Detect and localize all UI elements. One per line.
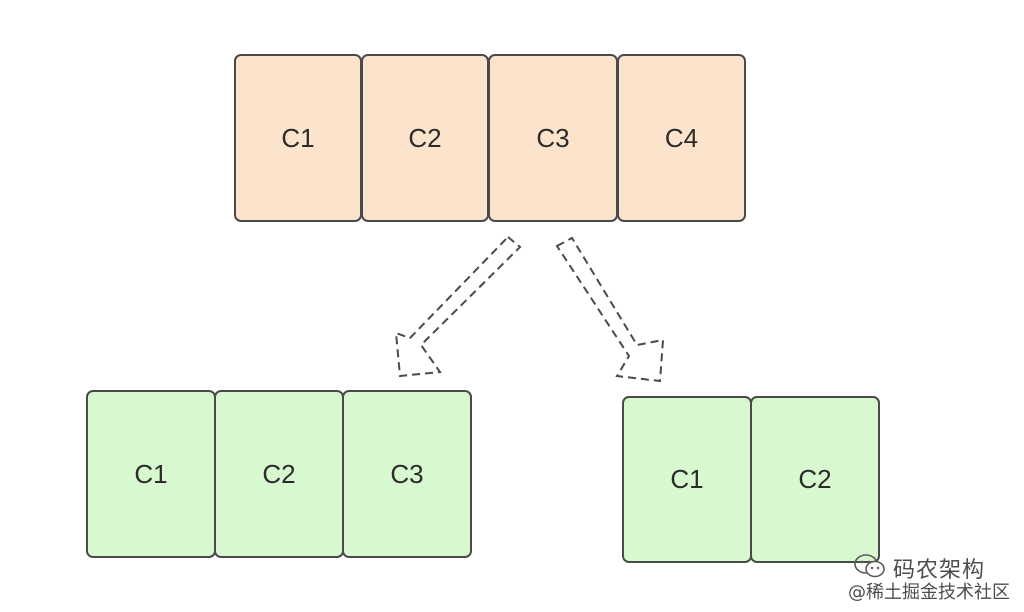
watermark-community: @稀土掘金技术社区 xyxy=(848,582,1010,603)
source-cell-c2: C2 xyxy=(361,54,489,222)
left-cell-c1: C1 xyxy=(86,390,216,558)
watermark-account-name: 码农架构 xyxy=(893,558,986,583)
left-cell-c3: C3 xyxy=(342,390,472,558)
right-cell-c2: C2 xyxy=(750,396,880,563)
right-split-arrow xyxy=(555,236,665,383)
source-cell-c1: C1 xyxy=(234,54,362,222)
wechat-icon xyxy=(854,554,885,578)
left-cell-c2: C2 xyxy=(214,390,344,558)
left-split-arrow xyxy=(394,235,522,378)
source-cell-c4: C4 xyxy=(617,54,746,222)
right-cell-c1: C1 xyxy=(622,396,752,563)
